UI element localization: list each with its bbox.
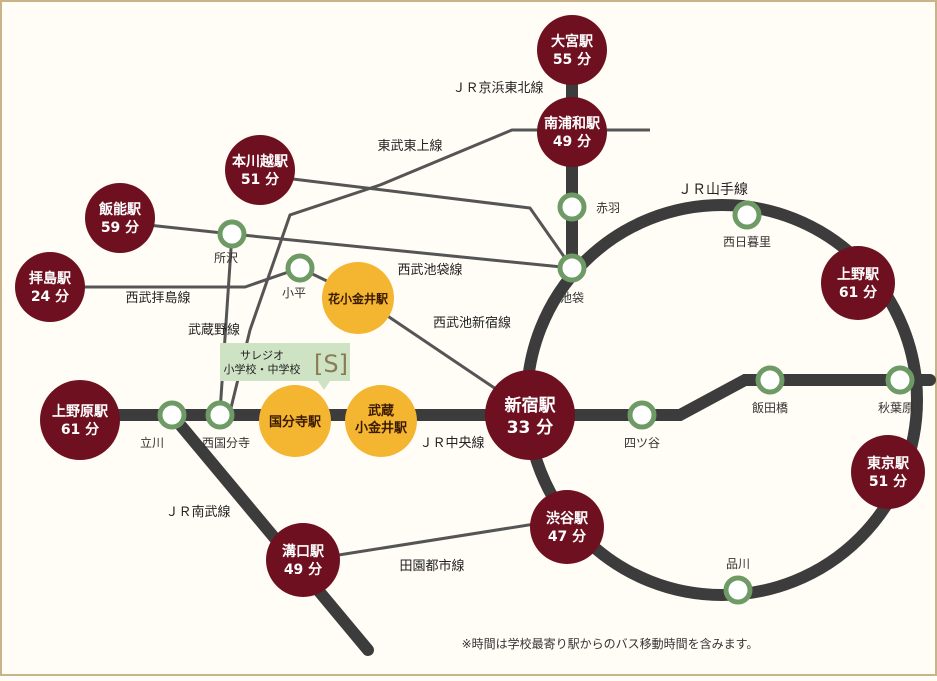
label-chuo: ＪＲ中央線 — [419, 435, 484, 451]
line-musashino — [218, 233, 234, 413]
school-logo: [S] — [314, 350, 348, 378]
label-tachikawa: 立川 — [140, 435, 164, 450]
label-yotsuya: 四ツ谷 — [624, 436, 660, 450]
local-station-markers — [157, 192, 915, 605]
svg-text:新宿駅: 新宿駅 — [505, 395, 557, 416]
station-marker-tachikawa — [157, 400, 187, 430]
station-musashikoganei: 武蔵 小金井駅 — [345, 385, 417, 457]
svg-text:本川越駅: 本川越駅 — [232, 153, 289, 170]
svg-text:33 分: 33 分 — [507, 418, 554, 438]
label-keihin-tohoku: ＪＲ京浜東北線 — [452, 80, 543, 96]
station-kokubunji: 国分寺駅 — [259, 385, 331, 457]
station-minamiurawa: 南浦和駅 49 分 — [537, 97, 607, 167]
svg-text:61 分: 61 分 — [839, 285, 877, 301]
label-seibu-shinjuku: 西武池新宿線 — [433, 315, 511, 331]
svg-text:渋谷駅: 渋谷駅 — [546, 510, 589, 527]
label-denentoshi: 田園都市線 — [399, 558, 464, 574]
label-akihabara: 秋葉原 — [878, 401, 914, 415]
svg-text:24 分: 24 分 — [31, 289, 69, 305]
line-labels: ＪＲ京浜東北線 東武東上線 ＪＲ山手線 西武池袋線 西武拝島線 西武池新宿線 武… — [125, 80, 748, 574]
svg-text:武蔵: 武蔵 — [368, 403, 394, 419]
station-hanno: 飯能駅 59 分 — [85, 183, 155, 253]
footnote: ※時間は学校最寄り駅からのバス移動時間を含みます。 — [462, 636, 759, 651]
label-ikebukuro: 池袋 — [560, 291, 584, 305]
station-haijima: 拝島駅 24 分 — [15, 252, 85, 322]
line-denentoshi — [306, 518, 561, 562]
station-marker-nishinippori — [732, 200, 762, 230]
svg-text:51 分: 51 分 — [869, 474, 907, 490]
label-tokorozawa: 所沢 — [214, 251, 238, 265]
station-marker-shinagawa — [723, 575, 753, 605]
station-omiya: 大宮駅 55 分 — [537, 15, 607, 85]
label-nambu: ＪＲ南武線 — [165, 504, 230, 520]
station-marker-kodaira — [285, 253, 315, 283]
svg-text:東京駅: 東京駅 — [867, 455, 910, 472]
label-yamanote: ＪＲ山手線 — [678, 182, 748, 198]
svg-text:飯能駅: 飯能駅 — [98, 201, 142, 218]
svg-text:47 分: 47 分 — [548, 529, 586, 545]
major-stations: 大宮駅 55 分 南浦和駅 49 分 本川越駅 51 分 飯能駅 59 分 拝島… — [15, 15, 925, 597]
svg-text:小金井駅: 小金井駅 — [355, 420, 408, 436]
label-musashino: 武蔵野線 — [188, 322, 240, 338]
label-kodaira: 小平 — [282, 286, 306, 300]
station-honkawagoe: 本川越駅 51 分 — [225, 135, 295, 205]
station-marker-yotsuya — [627, 400, 657, 430]
label-tobu-tojo: 東武東上線 — [377, 138, 442, 154]
svg-text:国分寺駅: 国分寺駅 — [269, 414, 322, 430]
svg-text:49 分: 49 分 — [284, 562, 322, 578]
station-marker-akabane — [557, 192, 587, 222]
svg-text:55 分: 55 分 — [553, 52, 591, 68]
station-ueno: 上野駅 61 分 — [821, 246, 895, 320]
station-hanakoganei: 花小金井駅 — [322, 262, 394, 334]
label-iidabashi: 飯田橋 — [752, 400, 788, 415]
label-shinagawa: 品川 — [726, 557, 750, 571]
station-tokyo: 東京駅 51 分 — [851, 435, 925, 509]
svg-text:大宮駅: 大宮駅 — [551, 33, 594, 50]
station-marker-ikebukuro — [557, 253, 587, 283]
station-uenohara: 上野原駅 61 分 — [40, 380, 120, 460]
label-seibu-haijima: 西武拝島線 — [125, 290, 190, 306]
school-callout: サレジオ 小学校・中学校 [S] — [220, 343, 350, 390]
station-marker-iidabashi — [755, 365, 785, 395]
svg-text:拝島駅: 拝島駅 — [29, 270, 72, 287]
label-seibu-ikebukuro: 西武池袋線 — [397, 262, 462, 278]
school-pointer — [318, 381, 330, 390]
station-marker-tokorozawa — [217, 219, 247, 249]
station-shibuya: 渋谷駅 47 分 — [530, 490, 604, 564]
line-nambu — [166, 409, 374, 656]
label-nishinippori: 西日暮里 — [723, 235, 771, 249]
label-nishikokubunji: 西国分寺 — [202, 436, 250, 450]
local-station-labels: 赤羽 池袋 西日暮里 所沢 小平 立川 西国分寺 四ツ谷 飯田橋 秋葉原 品川 — [140, 201, 914, 571]
station-marker-akihabara — [885, 365, 915, 395]
svg-text:51 分: 51 分 — [241, 172, 279, 188]
svg-text:花小金井駅: 花小金井駅 — [328, 291, 389, 306]
line-seibu-shinjuku-north — [259, 173, 574, 269]
school-box — [220, 343, 350, 381]
line-seibu-haijima — [60, 266, 301, 289]
station-mizonokuchi: 溝口駅 49 分 — [266, 523, 340, 597]
svg-text:南浦和駅: 南浦和駅 — [544, 115, 601, 132]
label-akabane: 赤羽 — [596, 201, 620, 215]
target-stations: 花小金井駅 国分寺駅 武蔵 小金井駅 — [259, 262, 417, 457]
station-shinjuku: 新宿駅 33 分 — [485, 370, 575, 460]
svg-text:溝口駅: 溝口駅 — [282, 543, 325, 560]
school-name: サレジオ — [240, 349, 284, 362]
svg-text:49 分: 49 分 — [553, 134, 591, 150]
svg-text:上野原駅: 上野原駅 — [52, 404, 109, 420]
svg-text:59 分: 59 分 — [101, 220, 139, 236]
station-marker-nishikokubunji — [205, 400, 235, 430]
school-type: 小学校・中学校 — [224, 362, 301, 376]
svg-text:上野駅: 上野駅 — [837, 267, 880, 283]
svg-text:61 分: 61 分 — [61, 422, 99, 438]
